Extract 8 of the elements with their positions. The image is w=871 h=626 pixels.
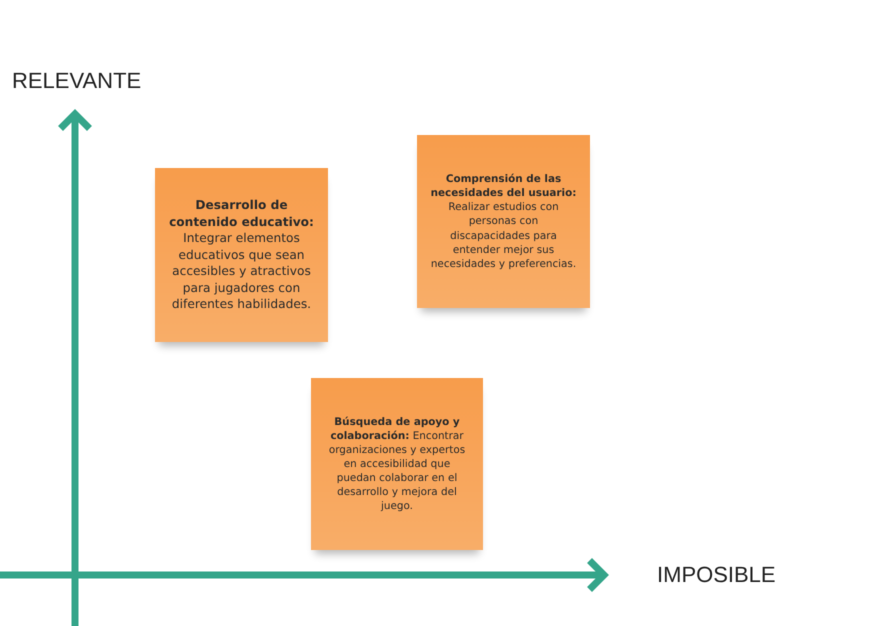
note-text: Búsqueda de apoyo y colaboración: Encontrar organizaciones y expertos en accesibilidad que puedan colaborar en el desarrollo y mejora del juego. (328, 414, 466, 514)
sticky-note (417, 135, 590, 308)
note-text: Comprensión de las necesidades del usuario: Realizar estudios con personas con discapacidades para entender mejor sus necesidades y preferencias. (430, 172, 578, 271)
sticky-note (311, 378, 483, 550)
note-text: Desarrollo de contenido educativo: Integrar elementos educativos que sean accesibles y atractivos para jugadores con diferentes habilidades. (168, 197, 315, 313)
x-axis-label: IMPOSIBLE (657, 562, 776, 588)
sticky-note (155, 168, 328, 342)
y-axis-label: RELEVANTE (12, 68, 142, 94)
